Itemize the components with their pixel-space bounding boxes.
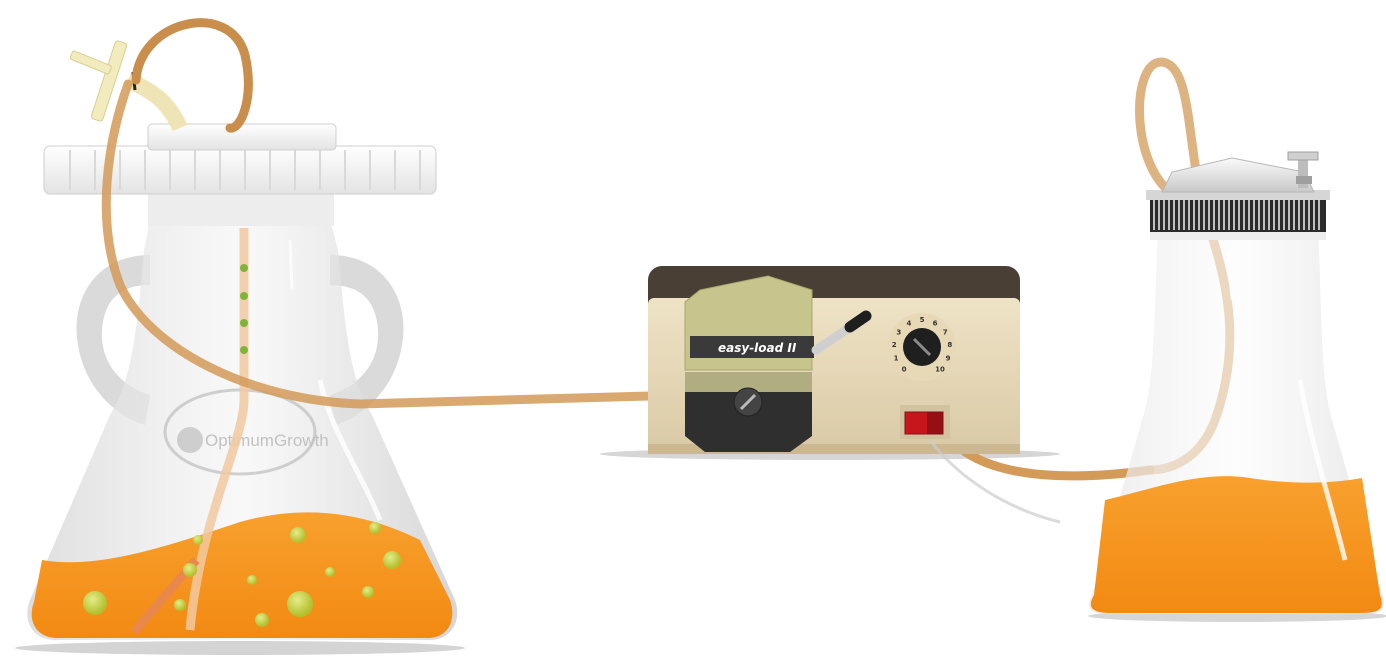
vent-valve-knob[interactable] xyxy=(1288,152,1318,160)
speed-dial-tick-label: 10 xyxy=(935,365,945,373)
left-flask-logo: OptimumGrowth xyxy=(205,431,329,450)
speed-dial-tick-label: 1 xyxy=(894,355,899,363)
left-flask-shadow xyxy=(15,641,465,655)
bubble xyxy=(255,613,269,627)
speed-dial-tick-label: 7 xyxy=(943,328,948,336)
power-switch-shade xyxy=(927,412,943,434)
tubing-loop-left xyxy=(136,23,248,128)
bubble xyxy=(325,567,335,577)
filter-inlet xyxy=(70,50,112,74)
bubble xyxy=(247,575,257,585)
vent-valve-nut xyxy=(1296,176,1312,184)
bubble xyxy=(362,586,374,598)
bubble xyxy=(174,599,186,611)
left-flask: OptimumGrowth xyxy=(27,40,457,640)
glass-highlight xyxy=(290,240,292,290)
speed-dial-tick-label: 5 xyxy=(920,316,925,324)
right-flask-liquid xyxy=(1091,476,1382,613)
speed-dial-tick-label: 2 xyxy=(892,341,897,349)
speed-dial-tick-label: 0 xyxy=(902,365,907,373)
speed-dial-tick-label: 4 xyxy=(906,319,911,327)
bubble xyxy=(369,522,381,534)
tube-bead xyxy=(240,319,248,327)
bubble xyxy=(83,591,107,615)
bubble xyxy=(287,591,313,617)
tube-bead xyxy=(240,346,248,354)
speed-dial-tick-label: 3 xyxy=(896,328,901,336)
left-flask-logo-icon xyxy=(177,427,203,453)
left-flask-neck xyxy=(148,190,334,226)
bubble xyxy=(383,551,401,569)
right-flask-lid xyxy=(1162,158,1314,192)
right-flask xyxy=(1089,152,1384,614)
bubble xyxy=(290,527,306,543)
bubble xyxy=(183,563,197,577)
speed-dial-tick-label: 8 xyxy=(947,341,952,349)
speed-dial-tick-label: 6 xyxy=(933,319,938,327)
tube-bead xyxy=(240,264,248,272)
bubble xyxy=(193,535,203,545)
speed-dial-tick-label: 9 xyxy=(946,355,951,363)
pump-label: easy-load II xyxy=(718,341,797,355)
tube-bead xyxy=(240,292,248,300)
